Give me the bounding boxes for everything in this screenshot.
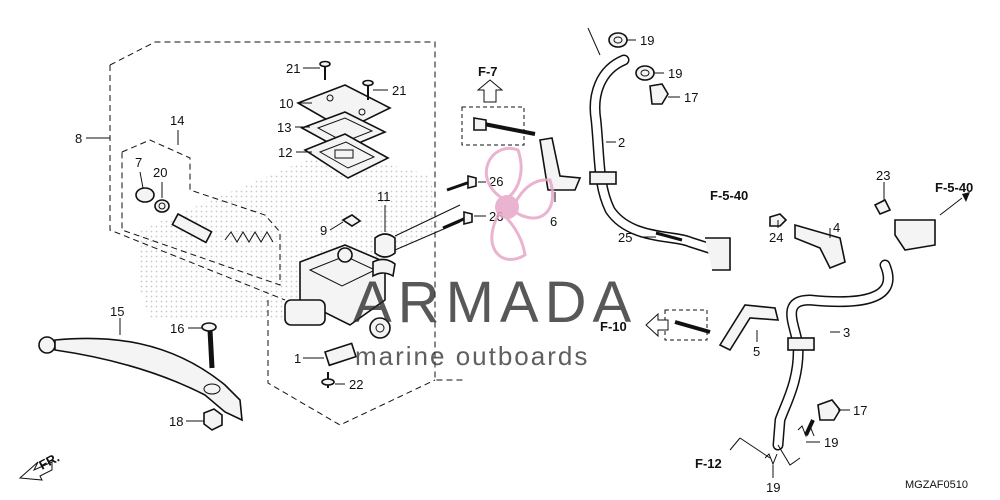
ref-f12: F-12 [695, 456, 722, 471]
watermark-tagline: marine outboards [355, 341, 589, 371]
hose-clip-25 [655, 231, 731, 271]
f12-leader-b [739, 437, 771, 459]
washers-19-top [608, 32, 655, 81]
callout-19d: 19 [766, 480, 780, 495]
assembly-box-8-left [109, 65, 286, 301]
callout-17a: 17 [684, 90, 698, 105]
diaphragm-12 [303, 133, 390, 179]
switch-1 [323, 342, 357, 367]
ref-f7: F-7 [478, 64, 498, 79]
bracket-4 [794, 223, 846, 270]
screw-22 [321, 372, 335, 388]
callout-3: 3 [843, 325, 850, 340]
nut-18 [203, 408, 223, 431]
assembly-box-14 [121, 139, 281, 286]
callout-19c: 19 [824, 435, 838, 450]
callout-21b: 21 [392, 83, 406, 98]
hose-bracket-6 [539, 137, 582, 191]
callout-23: 23 [876, 168, 890, 183]
f7-detail-box [461, 106, 525, 146]
callout-13: 13 [277, 120, 291, 135]
leader-lines [86, 39, 885, 478]
callout-15: 15 [110, 304, 124, 319]
callout-7: 7 [135, 155, 142, 170]
pivot-bolt-16 [201, 322, 217, 369]
assembly-box-8 [109, 41, 465, 381]
callout-4: 4 [833, 220, 840, 235]
callout-5: 5 [753, 344, 760, 359]
ref-f540-left: F-5-40 [710, 188, 748, 203]
master-cylinder-body [284, 244, 391, 339]
ref-f10: F-10 [600, 319, 627, 334]
callout-6: 6 [550, 214, 557, 229]
banjo-bolt-17-top [649, 83, 669, 105]
f12-leader [729, 437, 741, 451]
callout-16: 16 [170, 321, 184, 336]
callout-14: 14 [170, 113, 184, 128]
brake-lever-15 [38, 336, 243, 422]
callout-24: 24 [769, 230, 783, 245]
ref-f540-right: F-5-40 [935, 180, 973, 195]
brake-hose-3 [772, 259, 894, 466]
bracket-bolt-f7 [473, 117, 536, 136]
callout-18: 18 [169, 414, 183, 429]
callout-12: 12 [278, 145, 292, 160]
callout-8: 8 [75, 131, 82, 146]
callout-17b: 17 [853, 403, 867, 418]
bolts-26 [442, 174, 477, 230]
callout-20: 20 [153, 165, 167, 180]
callout-25: 25 [618, 230, 632, 245]
callout-22: 22 [349, 377, 363, 392]
watermark: ARMADA marine outboards [353, 146, 637, 371]
front-arrow [18, 461, 53, 481]
callout-21a: 21 [286, 61, 300, 76]
callout-26a: 26 [489, 174, 503, 189]
watermark-propeller-logo [484, 146, 555, 261]
caliper-fitting-23 [873, 192, 970, 251]
callout-10: 10 [279, 96, 293, 111]
callout-19a: 19 [640, 33, 654, 48]
piston-set-14 [135, 187, 274, 244]
callout-2: 2 [618, 135, 625, 150]
screws-21 [319, 60, 374, 100]
callout-numbers: 21 21 10 13 12 8 14 7 20 11 9 26 26 6 2 … [75, 33, 890, 495]
callout-9: 9 [320, 223, 327, 238]
watermark-brand: ARMADA [353, 270, 637, 335]
diagram-code: MGZAF0510 [905, 479, 968, 491]
f10-arrow [645, 312, 669, 338]
callout-1: 1 [294, 351, 301, 366]
pivot-nut-9 [341, 214, 362, 227]
callout-11: 11 [377, 189, 391, 204]
bracket-5 [674, 304, 780, 352]
brake-hose-2 [587, 27, 721, 256]
f7-arrow [476, 79, 504, 103]
callout-19b: 19 [668, 66, 682, 81]
assembly-box-8-bottom [267, 300, 436, 426]
